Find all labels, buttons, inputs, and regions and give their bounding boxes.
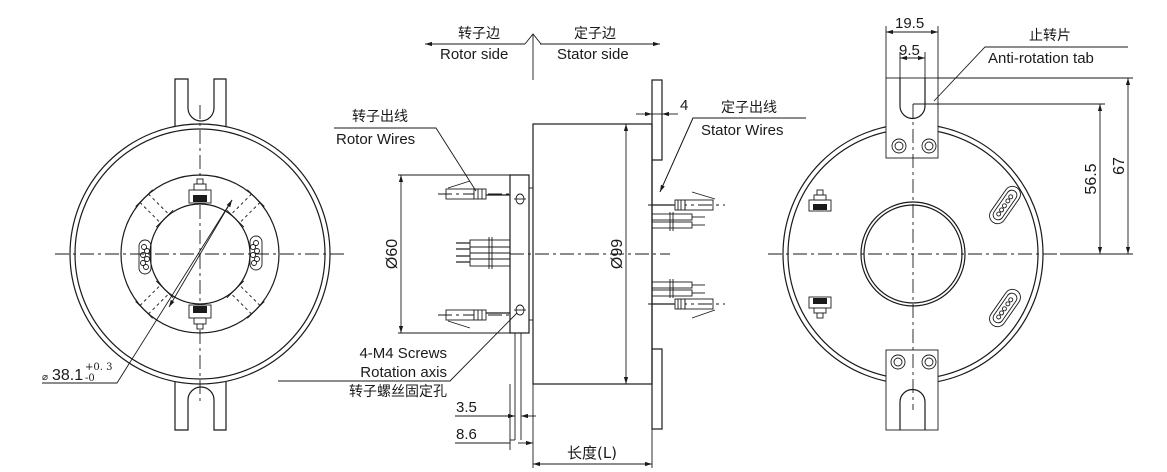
stator-end-view: 19.5 9.5 止转片 Anti-rotation tab 56.5 67 (768, 15, 1133, 431)
rotor-wires-cn: 转子出线 (352, 109, 408, 125)
stator-side-cn: 定子边 (574, 26, 616, 42)
rotor-end-view: ⌀ 38.1 +0. 3 -0 (42, 78, 345, 431)
length-label: 长度(L) (567, 444, 617, 462)
stator-pin-slot-bottom (989, 288, 1021, 328)
flange-thickness-label: 4 (680, 97, 688, 114)
flange-tab-bottom (651, 348, 663, 430)
slot-width-label: 9.5 (899, 42, 920, 59)
slot-width-dimension: 9.5 (899, 42, 926, 78)
stator-pin-slot-top (989, 185, 1021, 225)
stator-wire-pair-top (651, 212, 705, 231)
bore-diameter-dimension: ⌀ 38.1 +0. 3 -0 (42, 199, 233, 384)
rotor-wire-connector-top (438, 180, 510, 200)
rotor-stator-side-indicator: 转子边 Rotor side 定子边 Stator side (425, 26, 660, 80)
rotor-wire-connector-bottom (438, 309, 510, 329)
flange-thickness-dimension: 4 (636, 97, 688, 117)
rotor-diameter-label: Ø60 (384, 239, 401, 269)
stator-wires-cn: 定子出线 (721, 100, 777, 116)
stator-wire-pair-bottom (651, 279, 705, 298)
rotor-wires-en: Rotor Wires (336, 131, 415, 148)
anti-rotation-tab-cn: 止转片 (1029, 28, 1071, 44)
stator-wires-callout: 定子出线 Stator Wires (659, 100, 806, 193)
screws-en-1: 4-M4 Screws (359, 345, 447, 362)
flange-tab-top (651, 79, 663, 161)
screws-en-2: Rotation axis (360, 364, 447, 381)
wire-bundle-left (138, 239, 152, 275)
slot-height-dimension: 56.5 (913, 103, 1105, 254)
body-diameter-dimension: Ø99 (609, 124, 629, 384)
dim-8-6: 8.6 (456, 426, 477, 443)
stator-connector-top (808, 189, 832, 212)
dim-3-5: 3.5 (456, 399, 477, 416)
tab-height-label: 67 (1111, 157, 1128, 175)
rotor-diameter-dimension: Ø60 (384, 174, 510, 334)
bore-tol-upper: +0. 3 (85, 362, 112, 373)
connector-top-left (188, 178, 212, 204)
rotor-wire-bundle-center (456, 237, 511, 269)
tab-width-label: 19.5 (895, 15, 924, 32)
bore-value: 38.1 (52, 367, 83, 384)
anti-rotation-tab-top-right (885, 77, 939, 159)
tab-width-dimension: 19.5 (885, 15, 939, 78)
rotor-side-en: Rotor side (440, 46, 508, 63)
anti-rotation-tab-bottom-right (885, 349, 939, 431)
anti-rotation-tab-top-left (174, 78, 227, 126)
rotor-side-cn: 转子边 (458, 26, 500, 42)
slot-height-label: 56.5 (1083, 163, 1100, 194)
bore-tol-lower: -0 (85, 373, 95, 384)
stator-side-en: Stator side (557, 46, 629, 63)
stator-connector-bottom (808, 296, 832, 319)
rotor-plate-dimensions: 3.5 8.6 (455, 384, 536, 468)
bore-prefix: ⌀ (42, 372, 48, 383)
side-view: 转子边 Rotor side 定子边 Stator side (278, 26, 806, 468)
anti-rotation-tab-bottom-left (174, 382, 227, 431)
connector-bottom-left (188, 304, 212, 330)
screws-callout: 4-M4 Screws Rotation axis 转子螺丝固定孔 (278, 312, 518, 400)
body-diameter-label: Ø99 (609, 239, 626, 269)
anti-rotation-tab-callout: 止转片 Anti-rotation tab (933, 28, 1128, 102)
screws-cn: 转子螺丝固定孔 (349, 384, 447, 400)
length-dimension: 长度(L) (533, 429, 653, 468)
stator-wire-connector-top (648, 191, 725, 211)
wire-bundle-right (249, 235, 263, 271)
stator-wire-connector-bottom (648, 298, 725, 319)
tab-height-dimension: 67 (938, 77, 1133, 255)
anti-rotation-tab-en: Anti-rotation tab (988, 50, 1094, 67)
rotor-wires-callout: 转子出线 Rotor Wires (334, 109, 477, 192)
stator-wires-en: Stator Wires (701, 122, 784, 139)
